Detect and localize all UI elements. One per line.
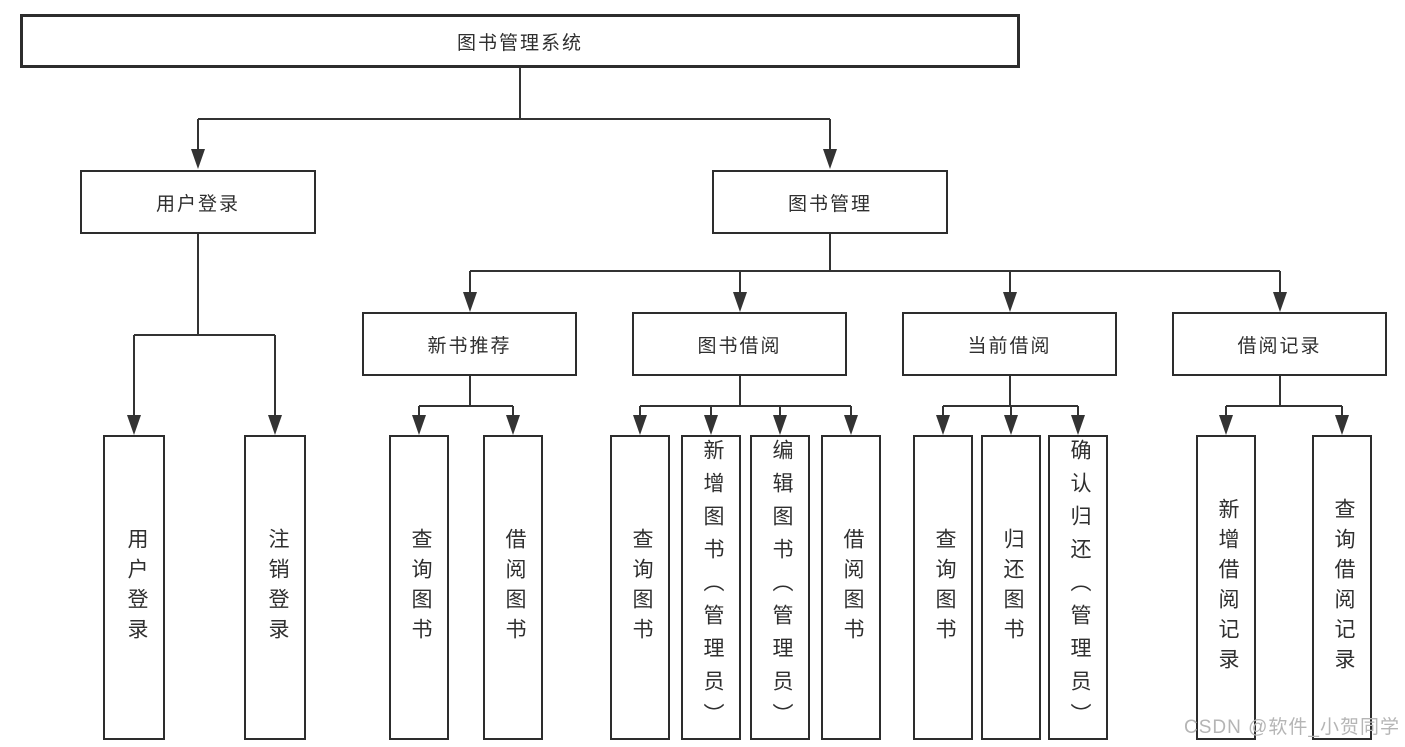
connector-book-borrowing [639,376,852,418]
node-new-book-recommend: 新书推荐 [362,312,577,376]
connector-current-borrowing [942,376,1079,418]
leaf-recommend-borrow-books: 借阅图书 [483,435,543,740]
connector-book-management [469,234,1281,295]
leaf-borrowing-edit-books-admin: 编辑图书（管理员） [750,435,810,740]
leaf-current-confirm-return-admin: 确认归还（管理员） [1048,435,1108,740]
connector-borrowing-records [1225,376,1343,418]
connector-new-book-recommend [418,376,514,418]
leaf-records-query-record: 查询借阅记录 [1312,435,1372,740]
leaf-user-login: 用户登录 [103,435,165,740]
leaf-logout-login: 注销登录 [244,435,306,740]
arrowheads [127,149,1349,435]
leaf-borrowing-borrow-books: 借阅图书 [821,435,881,740]
csdn-watermark: CSDN @软件_小贺同学 [1184,717,1400,738]
node-current-borrowing: 当前借阅 [902,312,1117,376]
leaf-current-query-books: 查询图书 [913,435,973,740]
leaf-current-return-books: 归还图书 [981,435,1041,740]
leaf-borrowing-add-books-admin: 新增图书（管理员） [681,435,741,740]
node-book-borrowing: 图书借阅 [632,312,847,376]
leaf-borrowing-query-books: 查询图书 [610,435,670,740]
leaf-recommend-query-books: 查询图书 [389,435,449,740]
node-book-management: 图书管理 [712,170,948,234]
connector-root [197,68,831,152]
connector-user-login [133,234,276,418]
node-user-login: 用户登录 [80,170,316,234]
leaf-records-add-record: 新增借阅记录 [1196,435,1256,740]
node-borrowing-records: 借阅记录 [1172,312,1387,376]
node-library-system: 图书管理系统 [20,14,1020,68]
